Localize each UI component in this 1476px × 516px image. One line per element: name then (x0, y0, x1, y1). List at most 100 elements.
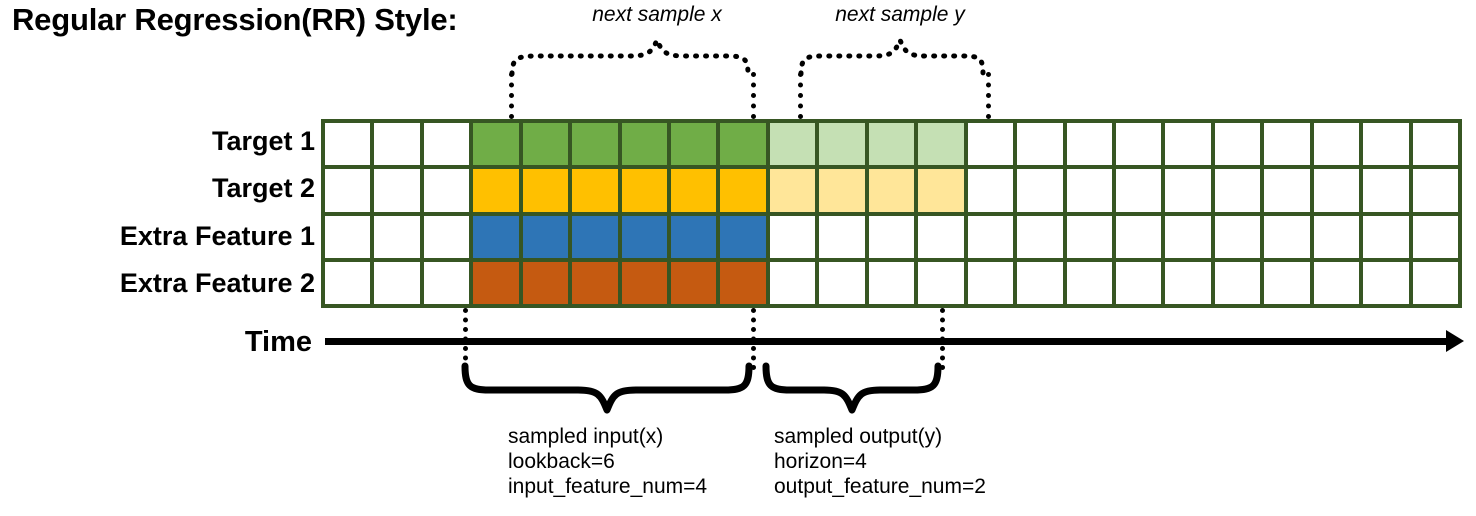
cell-empty-r2-c3 (423, 169, 470, 212)
cell-empty-r4-c22 (1363, 261, 1409, 304)
top-brace-next-sample-x (509, 33, 751, 77)
cell-empty-r2-c14 (967, 169, 1014, 212)
time-axis-line (325, 338, 1455, 345)
cell-empty-r3-c18 (1165, 215, 1211, 258)
cell-empty-r4-c18 (1165, 261, 1211, 304)
sampled-input-line-3: input_feature_num=4 (508, 475, 708, 498)
cell-input-r4-c4 (473, 261, 519, 304)
cell-input-r2-c7 (621, 169, 668, 212)
annotation-sampled-output: sampled output(y) horizon=4 output_featu… (774, 424, 986, 499)
cell-empty-r1-c23 (1412, 123, 1458, 166)
sampled-input-line-2: lookback=6 (508, 450, 615, 473)
cell-output-r2-c13 (918, 169, 964, 212)
cell-output-r1-c13 (918, 123, 964, 166)
cell-empty-r2-c19 (1214, 169, 1261, 212)
cell-empty-r3-c12 (868, 215, 915, 258)
sampled-output-line-3: output_feature_num=2 (774, 475, 986, 498)
cell-empty-r2-c22 (1363, 169, 1409, 212)
cell-empty-r4-c1 (325, 261, 371, 304)
cell-input-r4-c8 (671, 261, 717, 304)
cell-empty-r3-c17 (1115, 215, 1162, 258)
cell-empty-r3-c20 (1264, 215, 1310, 258)
sampled-output-line-1: sampled output(y) (774, 425, 943, 448)
cell-empty-r1-c1 (325, 123, 371, 166)
sampled-input-line-1: sampled input(x) (508, 425, 664, 448)
cell-empty-r1-c15 (1017, 123, 1063, 166)
cell-empty-r2-c18 (1165, 169, 1211, 212)
cell-empty-r4-c14 (967, 261, 1014, 304)
cell-empty-r4-c21 (1313, 261, 1360, 304)
cell-empty-r2-c15 (1017, 169, 1063, 212)
cell-empty-r1-c18 (1165, 123, 1211, 166)
cell-empty-r2-c20 (1264, 169, 1310, 212)
cell-empty-r3-c16 (1066, 215, 1112, 258)
row-label-column: Target 1 Target 2 Extra Feature 1 Extra … (10, 0, 315, 516)
annotation-next-sample-x: next sample x (592, 3, 722, 26)
cell-empty-r1-c2 (374, 123, 420, 166)
cell-empty-r1-c17 (1115, 123, 1162, 166)
cell-input-r3-c9 (720, 215, 766, 258)
cell-empty-r4-c19 (1214, 261, 1261, 304)
time-axis-arrow-icon (1446, 330, 1464, 352)
guide-line-top-y-start (798, 72, 803, 119)
guide-line-top-y-end (986, 72, 991, 119)
cell-empty-r4-c12 (868, 261, 915, 304)
cell-empty-r4-c2 (374, 261, 420, 304)
row-label-extra-feature-2: Extra Feature 2 (119, 268, 315, 298)
cell-input-r2-c9 (720, 169, 766, 212)
cell-empty-r3-c21 (1313, 215, 1360, 258)
cell-empty-r1-c16 (1066, 123, 1112, 166)
bottom-brace-sampled-output (762, 362, 942, 414)
cell-empty-r3-c3 (423, 215, 470, 258)
sampled-output-line-2: horizon=4 (774, 450, 867, 473)
guide-line-input-start (463, 308, 468, 370)
cell-output-r2-c11 (819, 169, 865, 212)
cell-empty-r4-c16 (1066, 261, 1112, 304)
row-label-target-2: Target 2 (211, 173, 315, 203)
cell-input-r3-c7 (621, 215, 668, 258)
cell-empty-r3-c22 (1363, 215, 1409, 258)
cell-input-r3-c5 (522, 215, 569, 258)
cell-empty-r2-c23 (1412, 169, 1458, 212)
cell-empty-r1-c14 (967, 123, 1014, 166)
cell-empty-r1-c21 (1313, 123, 1360, 166)
cell-input-r2-c5 (522, 169, 569, 212)
cell-empty-r2-c21 (1313, 169, 1360, 212)
timeseries-grid (321, 119, 1462, 308)
cell-empty-r3-c1 (325, 215, 371, 258)
cell-empty-r2-c2 (374, 169, 420, 212)
annotation-next-sample-y: next sample y (835, 3, 965, 26)
cell-empty-r2-c17 (1115, 169, 1162, 212)
cell-input-r4-c7 (621, 261, 668, 304)
guide-line-output-end (940, 308, 945, 370)
cell-empty-r4-c15 (1017, 261, 1063, 304)
cell-input-r4-c6 (572, 261, 618, 304)
cell-input-r3-c6 (572, 215, 618, 258)
cell-empty-r4-c17 (1115, 261, 1162, 304)
cell-empty-r1-c20 (1264, 123, 1310, 166)
time-axis-label: Time (244, 326, 312, 358)
cell-input-r3-c8 (671, 215, 717, 258)
cell-empty-r4-c3 (423, 261, 470, 304)
cell-input-r1-c6 (572, 123, 618, 166)
cell-output-r1-c11 (819, 123, 865, 166)
cell-output-r1-c10 (769, 123, 816, 166)
cell-empty-r1-c19 (1214, 123, 1261, 166)
bottom-brace-sampled-input (461, 362, 753, 414)
cell-empty-r2-c1 (325, 169, 371, 212)
cell-empty-r4-c10 (769, 261, 816, 304)
cell-empty-r3-c23 (1412, 215, 1458, 258)
cell-output-r1-c12 (868, 123, 915, 166)
cell-empty-r3-c11 (819, 215, 865, 258)
annotation-sampled-input: sampled input(x) lookback=6 input_featur… (508, 424, 707, 499)
cell-empty-r3-c19 (1214, 215, 1261, 258)
cell-empty-r4-c23 (1412, 261, 1458, 304)
cell-input-r1-c9 (720, 123, 766, 166)
cell-input-r2-c8 (671, 169, 717, 212)
cell-input-r2-c6 (572, 169, 618, 212)
cell-empty-r3-c14 (967, 215, 1014, 258)
cell-empty-r1-c22 (1363, 123, 1409, 166)
cell-input-r4-c5 (522, 261, 569, 304)
cell-input-r1-c5 (522, 123, 569, 166)
